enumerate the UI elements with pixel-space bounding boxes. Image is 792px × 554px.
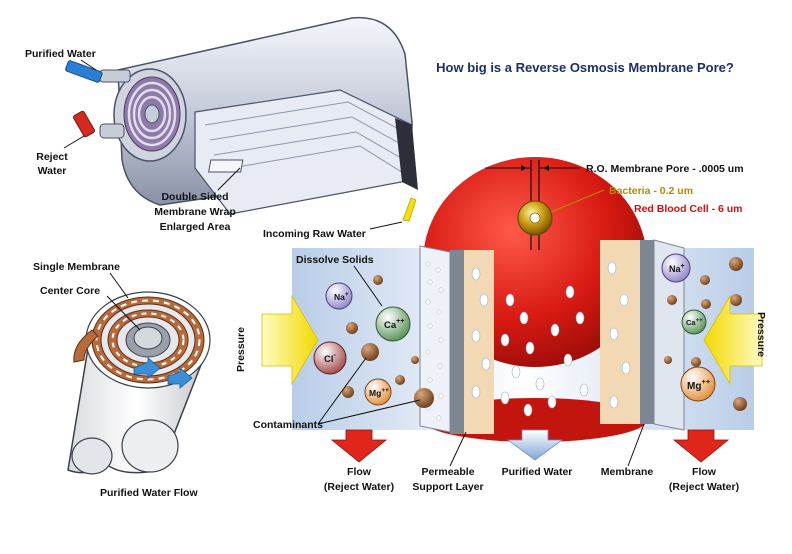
label-permeable-line1: Permeable bbox=[421, 466, 474, 478]
label-pressure-right: Pressure bbox=[755, 312, 767, 357]
label-single-membrane: Single Membrane bbox=[33, 261, 120, 273]
ion-cl-text: Cl- bbox=[324, 352, 337, 365]
label-membrane-wrap-line1: Double Sided bbox=[161, 191, 228, 203]
membrane-module bbox=[63, 16, 418, 230]
spiral-membrane-illustration bbox=[67, 272, 211, 475]
ion-calcium-right bbox=[681, 309, 707, 335]
contaminant-particles bbox=[342, 257, 747, 411]
label-flow-left-line2: (Reject Water) bbox=[324, 481, 394, 493]
pressure-arrow-right bbox=[703, 294, 763, 386]
ion-sodium-right bbox=[661, 253, 691, 283]
label-flow-right-line2: (Reject Water) bbox=[669, 481, 739, 493]
membrane-layer-left bbox=[450, 250, 464, 434]
flow-arrow-left bbox=[330, 429, 388, 463]
flow-arrow-right bbox=[672, 429, 730, 463]
label-membrane: Membrane bbox=[601, 466, 654, 478]
ion-na-left-text: Na+ bbox=[334, 291, 349, 302]
label-dissolve-solids: Dissolve Solids bbox=[296, 254, 374, 266]
ion-magnesium-right bbox=[680, 366, 716, 402]
ion-magnesium-left bbox=[364, 378, 392, 406]
label-purified-water-flow: Purified Water Flow bbox=[100, 487, 198, 499]
ion-sodium-left bbox=[325, 282, 353, 310]
support-layer-left bbox=[464, 250, 494, 434]
label-membrane-wrap-line3: Enlarged Area bbox=[160, 221, 231, 233]
pressure-arrow-left bbox=[261, 294, 319, 386]
label-permeable-line2: Support Layer bbox=[412, 481, 483, 493]
label-red-blood-cell: Red Blood Cell - 6 um bbox=[634, 203, 743, 215]
label-bacteria: Bacteria - 0.2 um bbox=[609, 185, 693, 197]
label-center-core: Center Core bbox=[40, 285, 100, 297]
support-layer-right bbox=[600, 240, 640, 424]
purified-water-arrow bbox=[506, 429, 564, 461]
label-pressure-left: Pressure bbox=[235, 327, 247, 372]
label-purified-water-center: Purified Water bbox=[502, 466, 573, 478]
label-purified-water-outlet: Purified Water bbox=[25, 48, 96, 60]
ion-calcium-left bbox=[375, 306, 411, 342]
label-flow-left-line1: Flow bbox=[347, 466, 372, 478]
label-incoming-raw-water: Incoming Raw Water bbox=[263, 228, 366, 240]
label-pore-size: R.O. Membrane Pore - .0005 um bbox=[586, 163, 744, 175]
ion-ca-left-text: Ca++ bbox=[384, 318, 404, 331]
label-flow-right-line1: Flow bbox=[692, 466, 717, 478]
label-membrane-wrap-line2: Membrane Wrap bbox=[154, 206, 236, 218]
ion-na-right-text: Na+ bbox=[669, 263, 685, 274]
label-contaminants: Contaminants bbox=[253, 419, 323, 431]
diagram-title: How big is a Reverse Osmosis Membrane Po… bbox=[436, 60, 734, 75]
ion-chloride bbox=[313, 341, 347, 375]
ion-mg-left-text: Mg++ bbox=[369, 387, 389, 398]
membrane-layer-right bbox=[640, 240, 654, 424]
pore-diagram bbox=[261, 157, 763, 467]
ion-ca-right-text: Ca++ bbox=[686, 318, 703, 327]
label-reject-water-line2: Water bbox=[38, 165, 67, 177]
label-reject-water-line1: Reject bbox=[36, 151, 68, 163]
ion-mg-right-text: Mg++ bbox=[687, 377, 711, 392]
